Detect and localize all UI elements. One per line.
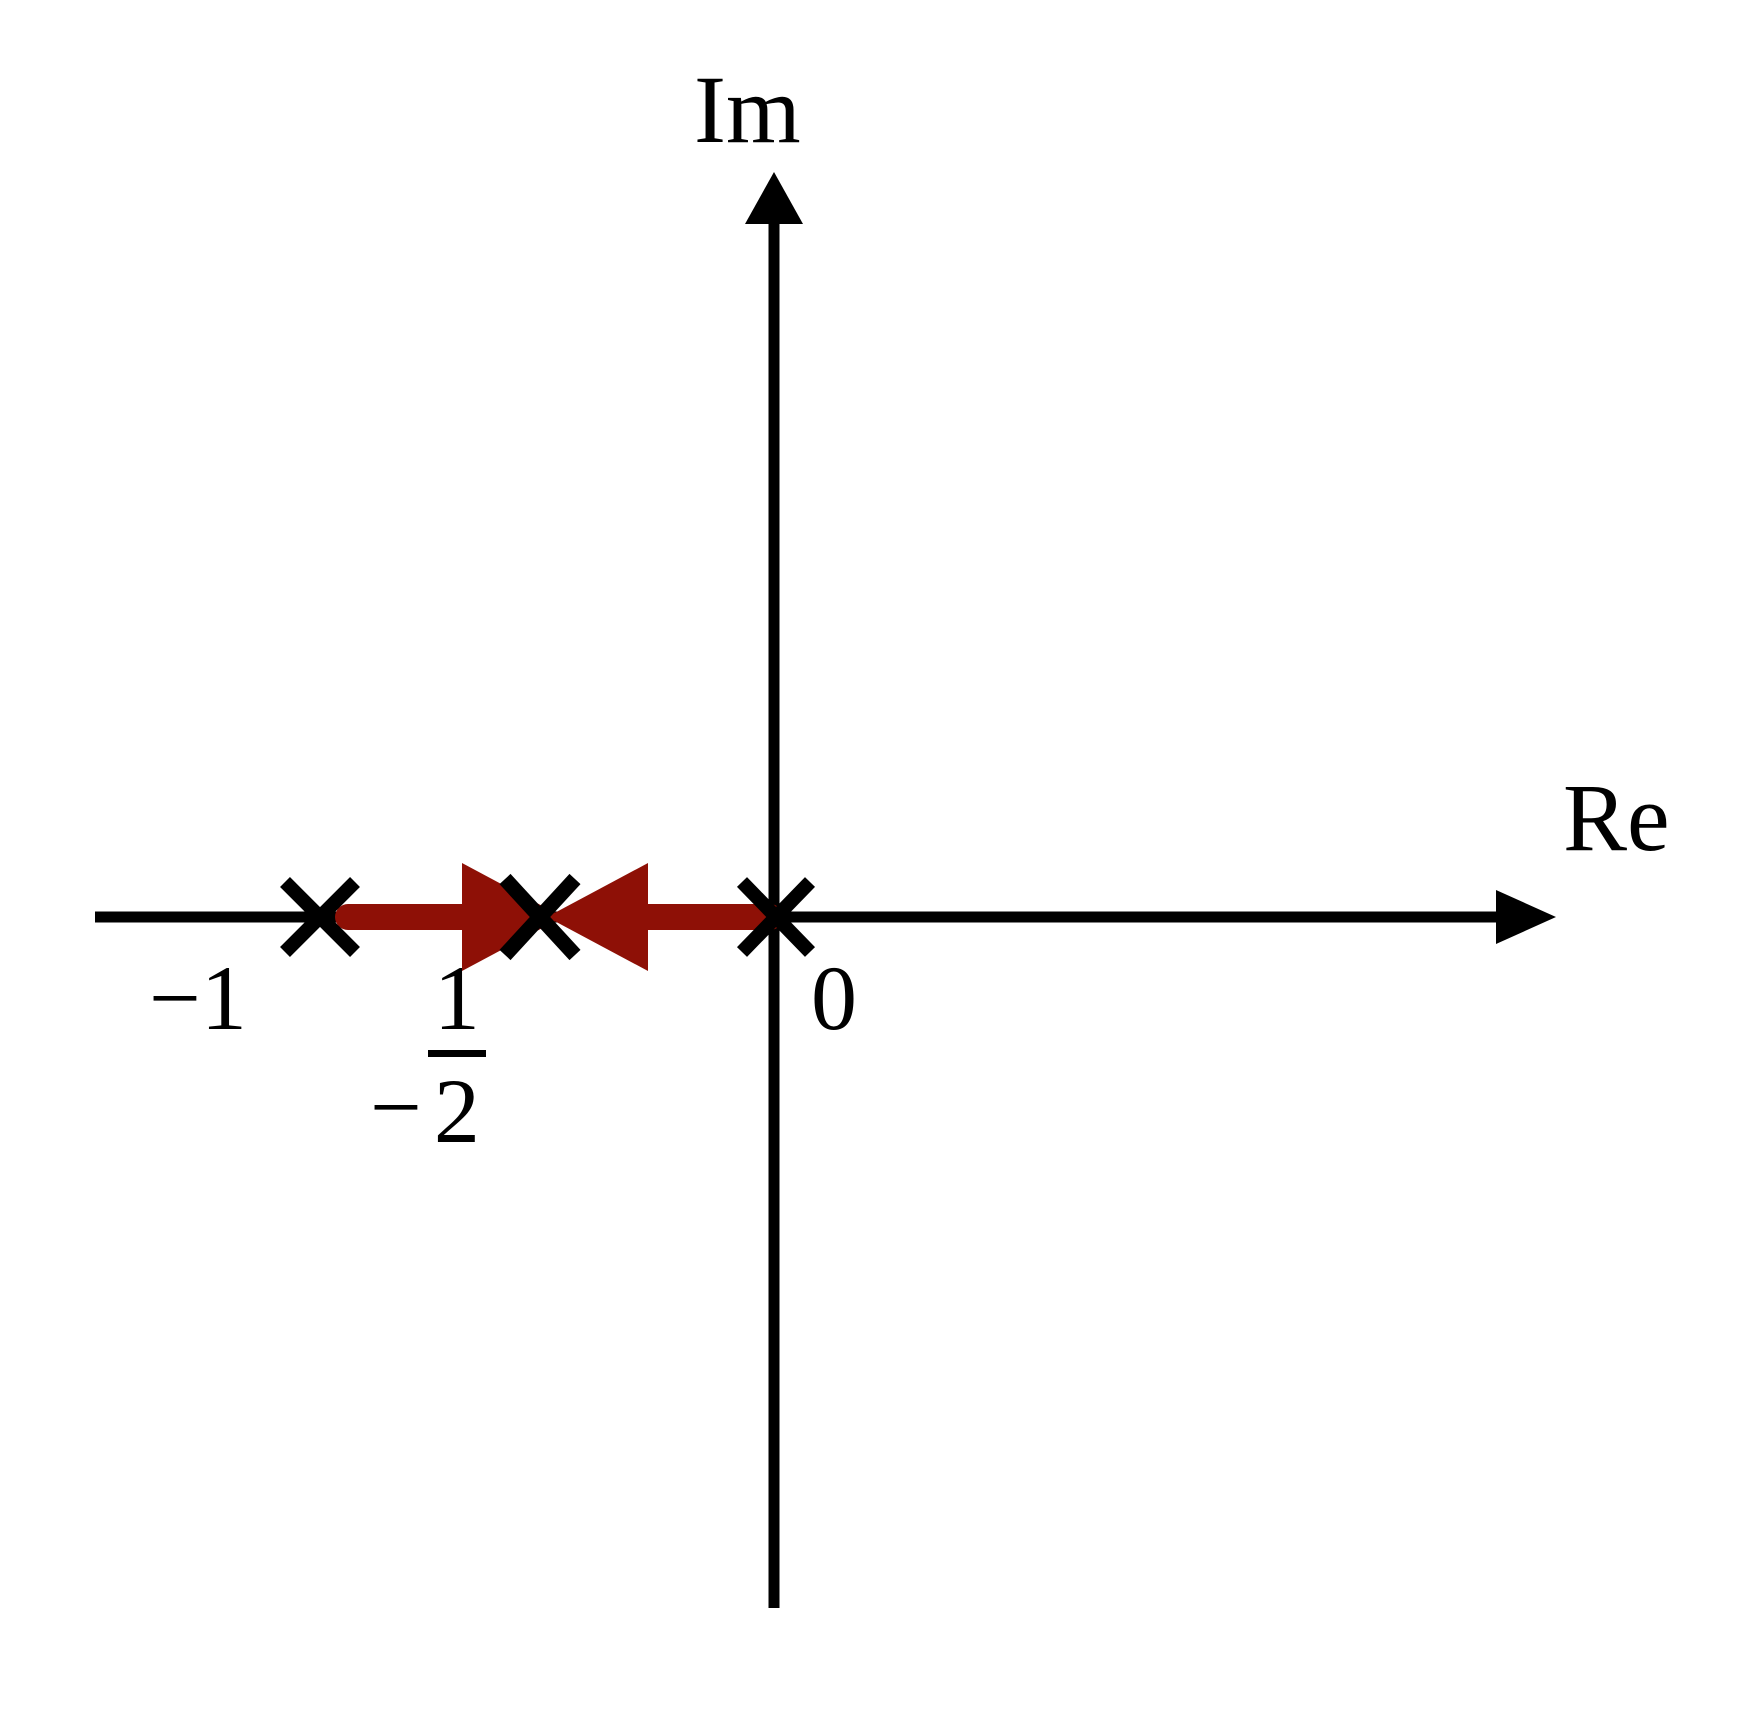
fraction-denominator: 2: [433, 1060, 480, 1162]
imaginary-axis-label: Im: [694, 56, 801, 163]
pole-cross-minus-one: [280, 877, 360, 957]
tick-label-minus-one: −1: [149, 947, 247, 1049]
pole-cross-stroke-b: [499, 873, 581, 961]
tick-label-zero: 0: [811, 947, 857, 1049]
fraction: 1 2: [427, 947, 486, 1162]
fraction-bar: [427, 1050, 486, 1057]
fraction-sign: −: [370, 1055, 422, 1158]
pole-cross-stroke-b: [280, 877, 360, 957]
flow-arrow-right-head-icon: [462, 863, 563, 971]
flow-arrow-right: [335, 863, 563, 971]
pole-cross-zero: [736, 877, 816, 957]
pole-cross-minus-half: [499, 873, 581, 961]
real-axis-arrowhead-icon: [1496, 890, 1556, 944]
real-axis-label: Re: [1563, 764, 1670, 871]
pole-cross-stroke-b: [736, 877, 816, 957]
flow-arrow-left: [547, 863, 783, 971]
fraction-numerator: 1: [433, 947, 480, 1049]
imaginary-axis-arrowhead-icon: [745, 172, 803, 224]
flow-arrow-left-head-icon: [547, 863, 648, 971]
tick-label-minus-half: − 1 2: [370, 952, 486, 1157]
